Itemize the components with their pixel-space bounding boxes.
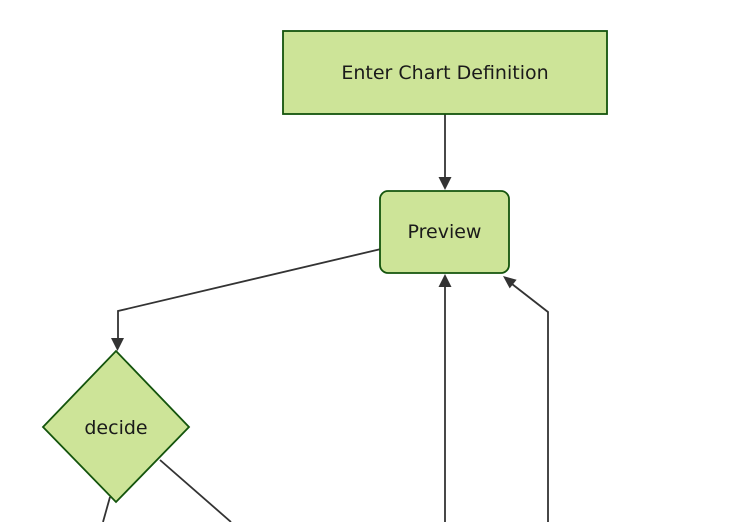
edge-decide-to-offscreen-bottom — [102, 496, 111, 522]
node-enter-chart-definition-label: Enter Chart Definition — [341, 62, 548, 84]
arrowhead-up-left-icon — [503, 276, 517, 289]
arrowhead-up-icon — [438, 274, 452, 287]
edge-line — [117, 248, 382, 339]
node-decide-label: decide — [84, 417, 147, 439]
edge-line — [511, 283, 549, 522]
node-enter-chart-definition: Enter Chart Definition — [282, 30, 608, 115]
arrowhead-down-icon — [438, 177, 452, 190]
node-enter-chart-definition-shape — [282, 30, 608, 115]
node-decide-shape — [41, 349, 191, 504]
node-decide: decide — [41, 349, 191, 504]
edges-layer — [102, 114, 549, 522]
edge-preview-to-decide — [111, 248, 382, 351]
edge-line — [102, 496, 111, 522]
nodes-layer: Enter Chart Definition Preview decide — [41, 30, 608, 504]
arrowhead-down-icon — [111, 338, 124, 351]
node-preview: Preview — [379, 190, 510, 274]
edge-bottom-to-preview — [438, 274, 452, 522]
node-preview-label: Preview — [408, 221, 482, 243]
edge-decide-to-offscreen-bottom-right — [159, 459, 232, 522]
edge-line — [159, 459, 232, 522]
edge-definition-to-preview — [438, 114, 452, 190]
edge-bottom-right-to-preview — [503, 276, 549, 522]
node-preview-shape — [379, 190, 510, 274]
